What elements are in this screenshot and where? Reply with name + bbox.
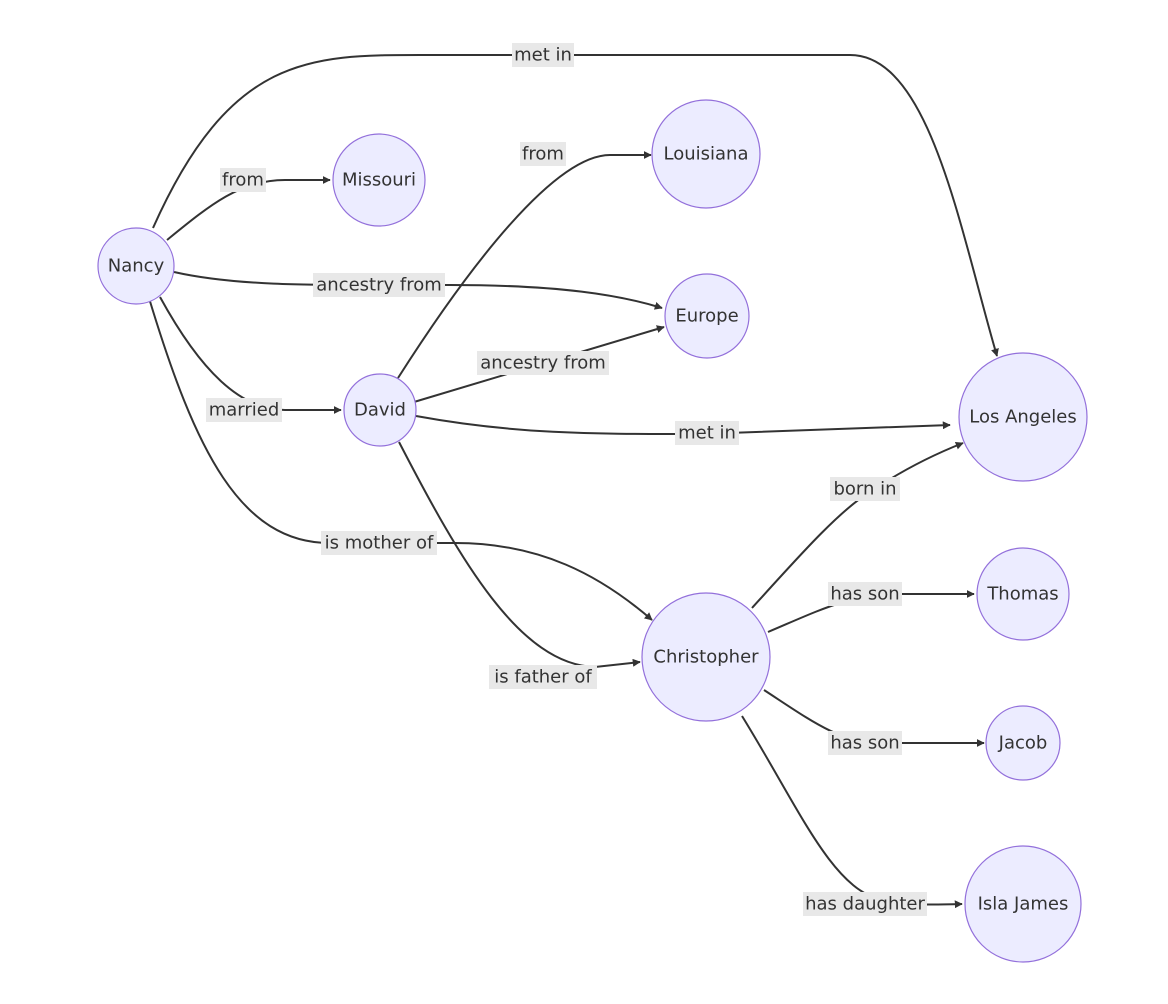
- edge-label-nancy-europe: ancestry from: [313, 273, 445, 297]
- svg-text:from: from: [222, 170, 264, 191]
- svg-text:met in: met in: [514, 45, 572, 66]
- edge-nancy-david: [159, 296, 342, 414]
- edge-label-christopher-los-angeles: born in: [830, 477, 900, 501]
- node-nancy[interactable]: Nancy: [97, 227, 175, 305]
- edge-label-christopher-thomas: has son: [828, 582, 902, 606]
- svg-text:Missouri: Missouri: [342, 170, 416, 191]
- svg-text:Thomas: Thomas: [986, 584, 1058, 605]
- nodes: Nancy Missouri Louisiana Europe David Lo…: [97, 99, 1088, 963]
- svg-text:David: David: [354, 400, 406, 421]
- svg-text:met in: met in: [678, 423, 736, 444]
- edge-label-nancy-david: married: [206, 398, 282, 422]
- node-david[interactable]: David: [343, 373, 417, 447]
- edge-nancy-missouri: [166, 176, 331, 241]
- svg-text:ancestry from: ancestry from: [316, 275, 442, 296]
- edge-label-david-los-angeles: met in: [675, 421, 739, 445]
- svg-text:Jacob: Jacob: [998, 733, 1048, 754]
- svg-text:has son: has son: [830, 584, 899, 605]
- svg-text:has son: has son: [830, 733, 899, 754]
- edge-nancy-europe: [173, 271, 663, 310]
- node-christopher[interactable]: Christopher: [641, 592, 771, 722]
- node-thomas[interactable]: Thomas: [976, 547, 1070, 641]
- edge-david-christopher: [398, 441, 641, 669]
- svg-text:is father of: is father of: [494, 667, 592, 688]
- svg-text:Nancy: Nancy: [108, 256, 165, 277]
- node-europe[interactable]: Europe: [664, 273, 750, 359]
- node-louisiana[interactable]: Louisiana: [651, 99, 761, 209]
- svg-text:Louisiana: Louisiana: [664, 144, 749, 165]
- svg-text:from: from: [522, 144, 564, 165]
- svg-text:Isla James: Isla James: [978, 894, 1069, 915]
- edge-label-david-europe: ancestry from: [477, 351, 609, 375]
- edge-nancy-christopher: [148, 297, 653, 621]
- svg-text:born in: born in: [833, 479, 896, 500]
- edge-label-christopher-jacob: has son: [828, 731, 902, 755]
- svg-text:Europe: Europe: [675, 306, 738, 327]
- edge-label-nancy-missouri: from: [220, 168, 266, 192]
- node-missouri[interactable]: Missouri: [332, 133, 426, 227]
- node-isla-james[interactable]: Isla James: [964, 845, 1082, 963]
- svg-text:married: married: [209, 400, 280, 421]
- edge-nancy-los-angeles: [152, 54, 999, 357]
- edge-labels: met in from from ancestry from ancestry …: [206, 43, 927, 916]
- svg-text:Los Angeles: Los Angeles: [969, 407, 1077, 428]
- svg-text:has daughter: has daughter: [805, 894, 925, 915]
- node-los-angeles[interactable]: Los Angeles: [958, 352, 1088, 482]
- edge-label-david-christopher: is father of: [489, 665, 597, 689]
- edge-label-christopher-isla-james: has daughter: [803, 892, 927, 916]
- node-jacob[interactable]: Jacob: [985, 705, 1061, 781]
- edge-label-nancy-los-angeles: met in: [512, 43, 574, 67]
- edge-david-louisiana: [397, 151, 652, 379]
- svg-text:Christopher: Christopher: [653, 647, 759, 668]
- svg-text:ancestry from: ancestry from: [480, 353, 606, 374]
- edge-label-nancy-christopher: is mother of: [321, 531, 437, 555]
- svg-text:is mother of: is mother of: [325, 533, 434, 554]
- edge-label-david-louisiana: from: [520, 142, 566, 166]
